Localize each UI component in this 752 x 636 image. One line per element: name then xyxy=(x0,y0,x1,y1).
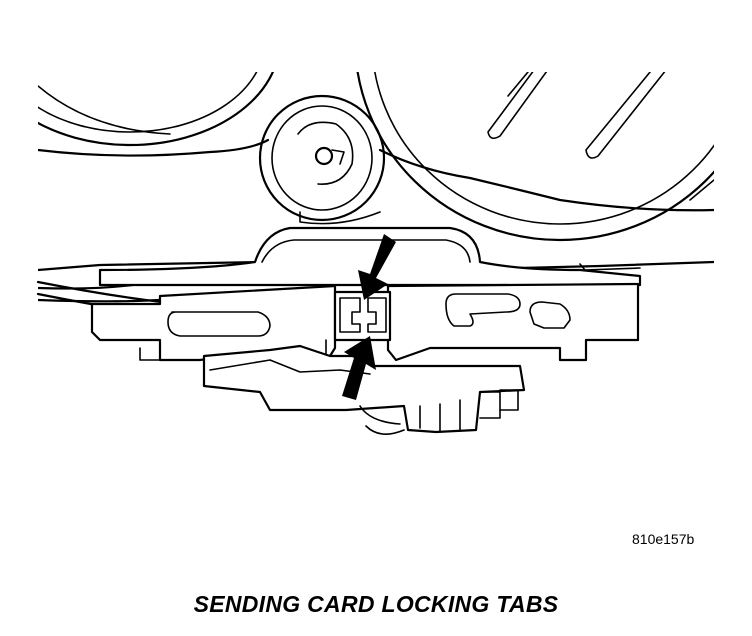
arrow-down-icon xyxy=(358,234,396,300)
mounting-boss xyxy=(258,94,386,225)
locking-tab xyxy=(333,290,392,342)
sending-card-right xyxy=(386,282,640,362)
housing-background xyxy=(38,72,714,303)
left-housing-wheel xyxy=(38,72,275,147)
right-housing-wheel xyxy=(356,72,714,242)
diagram-caption: SENDING CARD LOCKING TABS xyxy=(193,591,559,617)
connector-housing xyxy=(202,344,526,434)
main-body-outline xyxy=(38,138,270,157)
arrow-up-icon xyxy=(342,336,376,400)
reference-code: 810e157b xyxy=(632,531,695,547)
card-bridge xyxy=(98,226,642,287)
